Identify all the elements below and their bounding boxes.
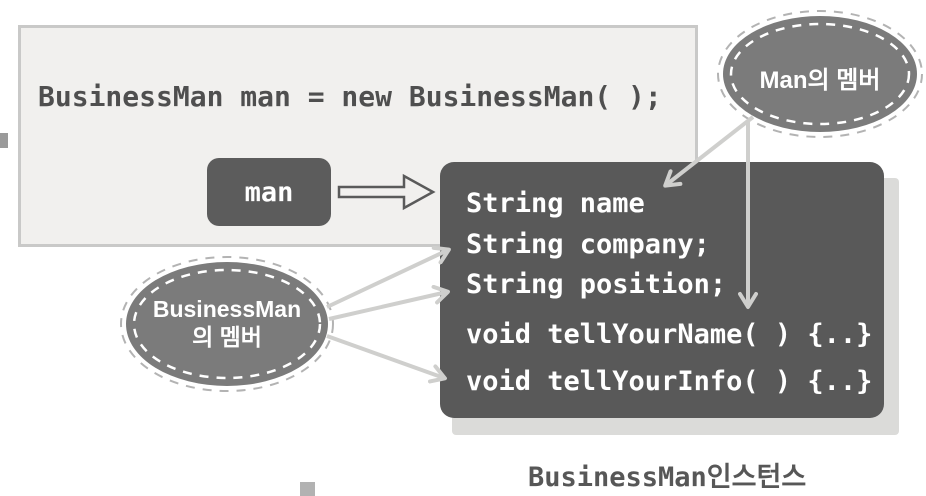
instance-box — [440, 162, 884, 418]
arrow-bm-to-tellyourinfo — [326, 334, 447, 384]
arrow-bm-to-company — [326, 245, 451, 309]
code-statement: BusinessMan man = new BusinessMan( ); — [38, 80, 662, 113]
businessman-members-label-line1: BusinessMan — [152, 296, 302, 322]
instance-caption: BusinessMan인스턴스 — [528, 462, 807, 493]
method-tellyourinfo: void tellYourInfo( ) {..} — [466, 366, 873, 397]
method-tellyourname: void tellYourName( ) {..} — [466, 319, 873, 350]
crop-artifact-bottom — [300, 482, 315, 496]
man-reference-box: man — [207, 158, 331, 226]
businessman-members-label-line2: 의 멤버 — [192, 324, 262, 350]
crop-artifact-left — [0, 133, 8, 148]
man-members-label: Man의 멤버 — [759, 67, 881, 94]
field-company: String company; — [466, 229, 710, 260]
man-reference-label: man — [244, 176, 294, 208]
businessman-members-label: BusinessMan 의 멤버 — [125, 295, 329, 351]
arrow-bm-to-position — [328, 284, 450, 321]
field-name: String name — [466, 188, 645, 219]
field-position: String position; — [466, 269, 727, 300]
